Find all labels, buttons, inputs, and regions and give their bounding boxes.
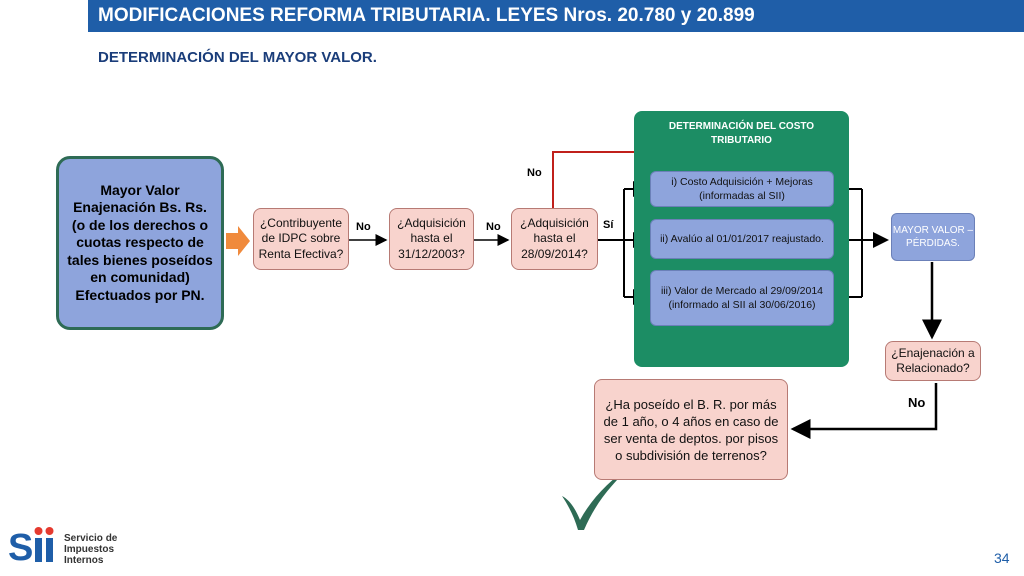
logo-line-3: Internos bbox=[64, 555, 104, 566]
svg-text:S: S bbox=[8, 527, 33, 566]
label-no-2: No bbox=[486, 221, 501, 233]
cost-option-2: ii) Avalúo al 01/01/2017 reajustado. bbox=[650, 219, 834, 259]
label-no-top: No bbox=[527, 167, 542, 179]
orange-arrow bbox=[226, 226, 250, 256]
question-adquisicion-2003-text: ¿Adquisición hasta el 31/12/2003? bbox=[397, 215, 466, 261]
cost-option-2-text: ii) Avalúo al 01/01/2017 reajustado. bbox=[660, 232, 824, 245]
connector-q4-q5 bbox=[790, 383, 938, 439]
sii-logo-text: Servicio de Impuestos Internos bbox=[64, 533, 117, 566]
cost-option-3-text: iii) Valor de Mercado al 29/09/2014 (inf… bbox=[660, 284, 824, 312]
logo-line-2: Impuestos bbox=[64, 544, 115, 555]
question-adquisicion-2014: ¿Adquisición hasta el 28/09/2014? bbox=[511, 208, 598, 270]
question-adquisicion-2003: ¿Adquisición hasta el 31/12/2003? bbox=[389, 208, 474, 270]
logo-line-1: Servicio de bbox=[64, 533, 118, 544]
cost-panel-title: DETERMINACIÓN DEL COSTO TRIBUTARIO bbox=[668, 121, 815, 146]
sii-logo-icon: S bbox=[8, 527, 54, 566]
slide-subtitle: DETERMINACIÓN DEL MAYOR VALOR. bbox=[98, 49, 377, 66]
question-relacionado: ¿Enajenación a Relacionado? bbox=[885, 341, 981, 381]
cost-option-1: i) Costo Adquisición + Mejoras (informad… bbox=[650, 171, 834, 207]
label-si: Sí bbox=[603, 219, 614, 231]
result-box: MAYOR VALOR – PÉRDIDAS. bbox=[891, 213, 975, 261]
label-no-1: No bbox=[356, 221, 371, 233]
question-adquisicion-2014-text: ¿Adquisición hasta el 28/09/2014? bbox=[520, 215, 589, 261]
question-contribuyente-text: ¿Contribuyente de IDPC sobre Renta Efect… bbox=[258, 215, 344, 261]
result-box-text: MAYOR VALOR – PÉRDIDAS. bbox=[892, 225, 974, 249]
cost-option-3: iii) Valor de Mercado al 29/09/2014 (inf… bbox=[650, 270, 834, 326]
label-no-bottom: No bbox=[908, 395, 926, 410]
main-concept-box: Mayor Valor Enajenación Bs. Rs. (o de lo… bbox=[56, 156, 224, 330]
main-concept-text: Mayor Valor Enajenación Bs. Rs. (o de lo… bbox=[67, 181, 213, 303]
slide-title: MODIFICACIONES REFORMA TRIBUTARIA. LEYES… bbox=[88, 0, 1024, 32]
cost-option-1-text: i) Costo Adquisición + Mejoras (informad… bbox=[671, 175, 813, 203]
question-posesion: ¿Ha poseído el B. R. por más de 1 año, o… bbox=[594, 379, 788, 480]
question-posesion-text: ¿Ha poseído el B. R. por más de 1 año, o… bbox=[603, 396, 779, 463]
question-relacionado-text: ¿Enajenación a Relacionado? bbox=[891, 345, 975, 376]
check-icon bbox=[562, 465, 632, 530]
question-contribuyente: ¿Contribuyente de IDPC sobre Renta Efect… bbox=[253, 208, 349, 270]
page-number: 34 bbox=[994, 550, 1010, 566]
